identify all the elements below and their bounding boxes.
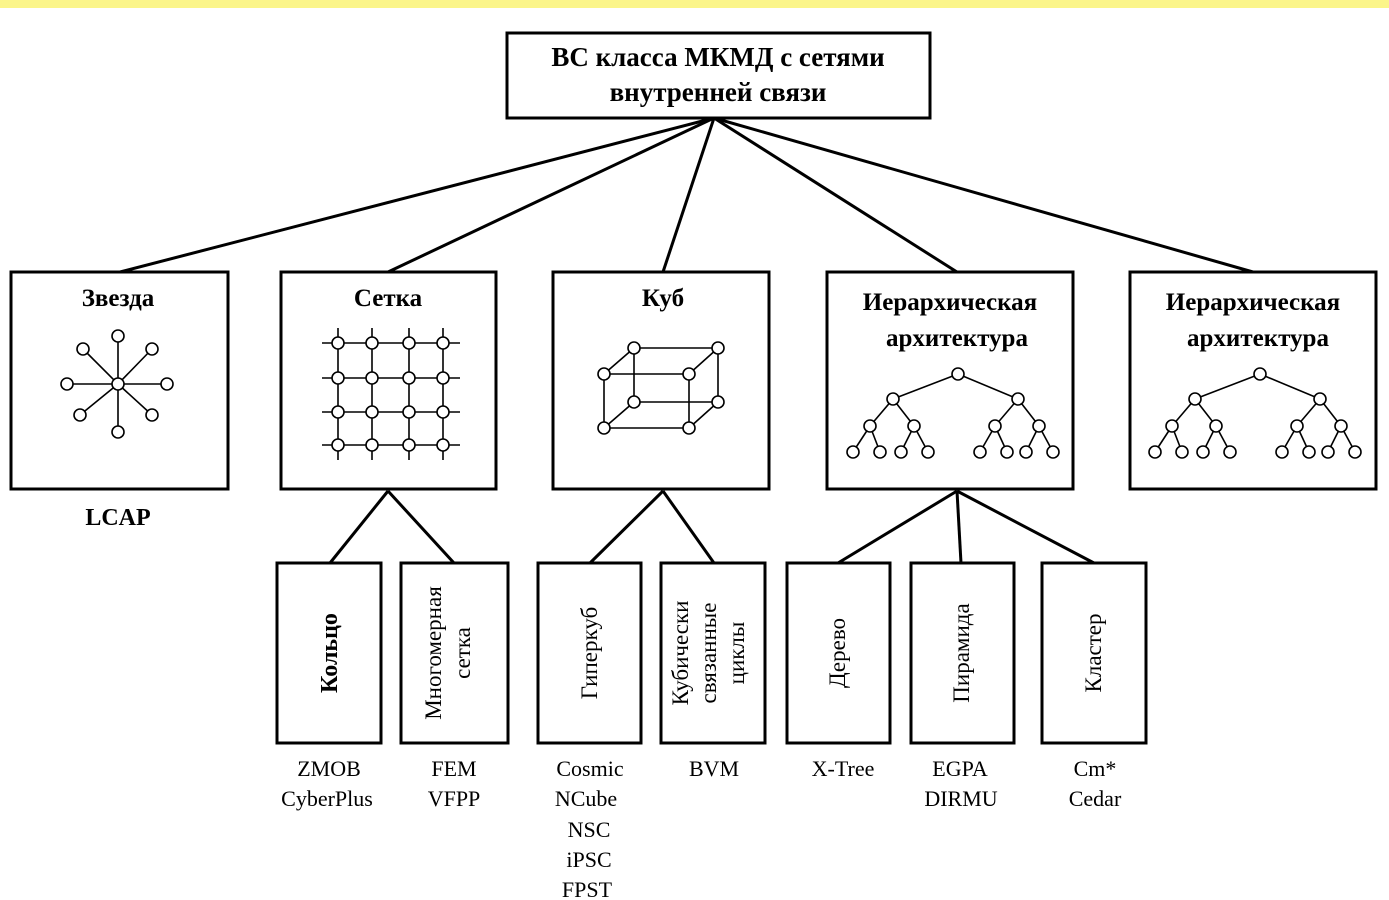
edge-cube-ccc bbox=[661, 490, 716, 564]
example-label: BVM bbox=[689, 756, 739, 781]
edge-root-star bbox=[119, 116, 715, 274]
subcategory-label: Кластер bbox=[1081, 614, 1106, 693]
edge-hier-cluster bbox=[956, 489, 1095, 565]
category-star: Звезда LCAP bbox=[9, 270, 230, 531]
category-cube: Куб bbox=[551, 270, 771, 491]
subcategory-label: Кольцо bbox=[317, 613, 343, 693]
subcategory-label-line2: сетка bbox=[450, 627, 475, 679]
edge-hier-tree bbox=[837, 489, 958, 565]
subcategory-ring: Кольцо ZMOB CyberPlus bbox=[275, 561, 383, 811]
cube-topology-icon bbox=[597, 341, 725, 435]
tree-topology-icon bbox=[846, 367, 1060, 459]
subcategory-label: Дерево bbox=[825, 618, 850, 688]
tree-topology-icon bbox=[1148, 367, 1362, 459]
edge-mesh-ring bbox=[328, 490, 390, 564]
category-label-line2: архитектура bbox=[1187, 325, 1329, 352]
edge-cube-hypercube bbox=[588, 489, 665, 565]
subcategory-label-line1: Кубически bbox=[668, 601, 693, 706]
category-mesh: Сетка bbox=[279, 270, 498, 491]
example-label: LCAP bbox=[85, 505, 150, 531]
category-hierarchical-1: Иерархическая архитектура bbox=[825, 270, 1075, 491]
category-label-line2: архитектура bbox=[886, 325, 1028, 352]
example-label: X-Tree bbox=[812, 756, 875, 781]
category-label-line1: Иерархическая bbox=[1166, 289, 1340, 316]
root-node: ВС класса МКМД с сетями внутренней связи bbox=[505, 31, 932, 120]
example-label: Cm* bbox=[1074, 756, 1117, 781]
example-label: FEM bbox=[431, 756, 476, 781]
subcategory-label-line1: Многомерная bbox=[421, 586, 446, 720]
example-label: FPST bbox=[562, 877, 613, 900]
root-title-line1: ВС класса МКМД с сетями bbox=[551, 42, 884, 72]
edge-root-mesh bbox=[387, 116, 715, 274]
star-topology-icon bbox=[60, 329, 174, 439]
example-label: Cedar bbox=[1069, 786, 1122, 811]
category-hierarchical-2: Иерархическая архитектура bbox=[1128, 270, 1378, 491]
subcategory-tree: Дерево X-Tree bbox=[785, 561, 892, 781]
subcategory-label-line3: циклы bbox=[724, 622, 749, 685]
example-label: DIRMU bbox=[924, 786, 997, 811]
edge-hier-pyramid bbox=[955, 490, 963, 564]
example-label: NCube bbox=[555, 786, 617, 811]
edge-root-cube bbox=[661, 117, 716, 273]
example-label: Cosmic bbox=[556, 756, 623, 781]
subcategory-label-line2: связанные bbox=[696, 603, 721, 704]
subcategory-cube-connected-cycles: Кубически связанные циклы BVM bbox=[659, 561, 767, 781]
edge-mesh-multimesh bbox=[386, 489, 456, 565]
subcategory-multidimensional-mesh: Многомерная сетка FEM VFPP bbox=[399, 561, 510, 811]
category-label-line1: Иерархическая bbox=[863, 289, 1037, 316]
subcategory-pyramid: Пирамида EGPA DIRMU bbox=[909, 561, 1016, 811]
subcategory-hypercube: Гиперкуб Cosmic NCube NSC iPSC FPST bbox=[536, 561, 643, 900]
example-label: CyberPlus bbox=[281, 786, 373, 811]
example-label: ZMOB bbox=[297, 756, 361, 781]
edge-root-hier1 bbox=[713, 116, 958, 274]
category-label: Куб bbox=[642, 285, 684, 312]
subcategory-cluster: Кластер Cm* Cedar bbox=[1040, 561, 1148, 811]
category-label: Звезда bbox=[82, 285, 155, 312]
top-accent-band bbox=[0, 0, 1389, 8]
mesh-topology-icon bbox=[322, 328, 460, 460]
example-label: VFPP bbox=[428, 786, 481, 811]
root-title-line2: внутренней связи bbox=[610, 77, 827, 107]
example-label: EGPA bbox=[932, 756, 988, 781]
subcategory-label: Пирамида bbox=[949, 603, 974, 702]
connector-edges bbox=[119, 116, 1254, 565]
category-label: Сетка bbox=[354, 285, 423, 312]
example-label: NSC bbox=[568, 817, 611, 842]
edge-root-hier2 bbox=[713, 116, 1254, 274]
subcategory-label: Гиперкуб bbox=[577, 607, 602, 700]
example-label: iPSC bbox=[566, 847, 611, 872]
